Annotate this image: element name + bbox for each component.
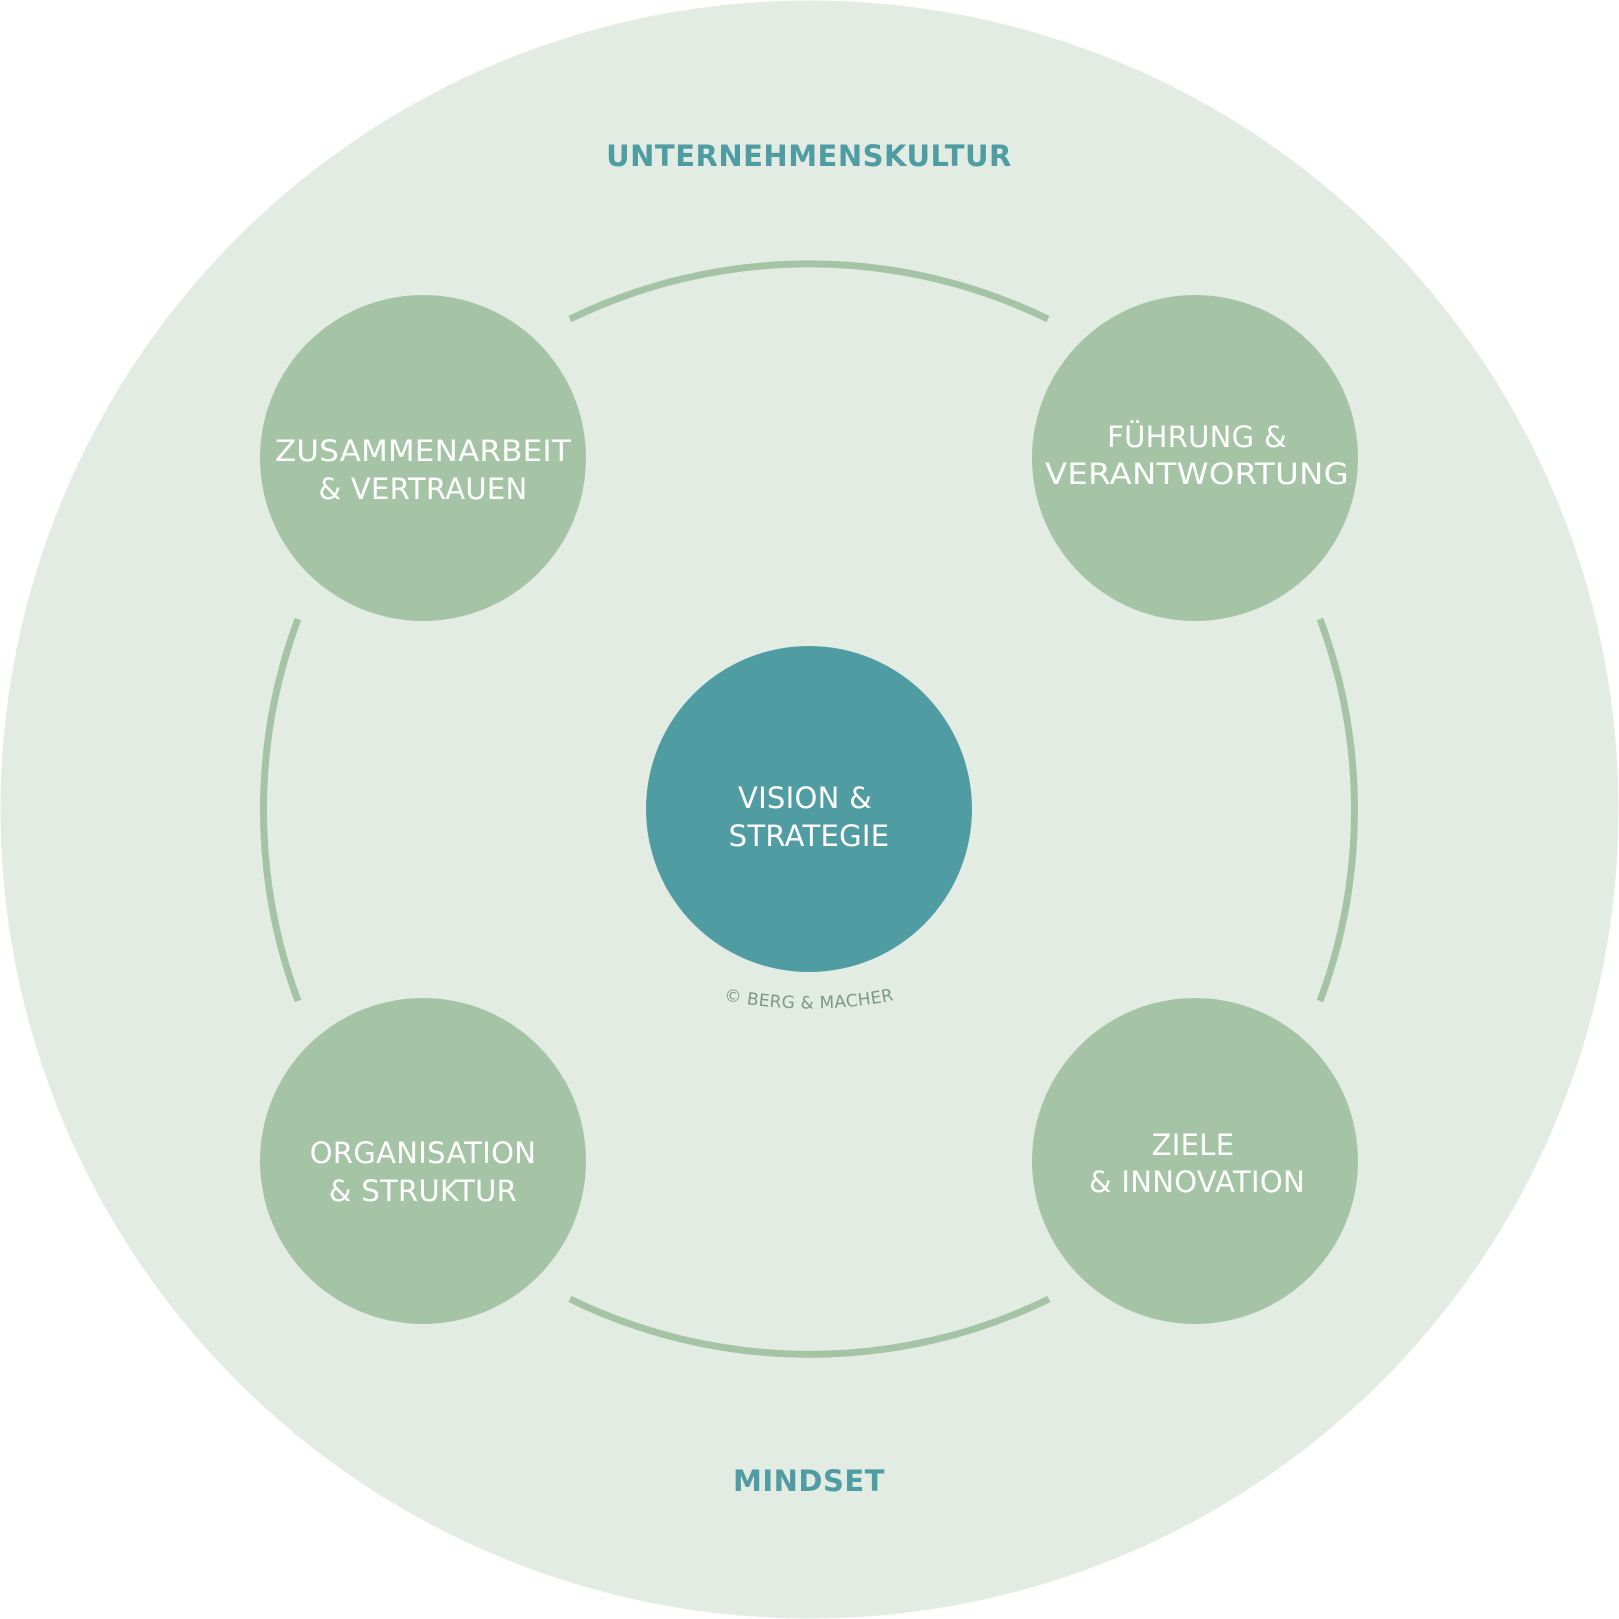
node-circle [260, 295, 586, 621]
node-label-line1: ORGANISATION [310, 1136, 536, 1170]
center-circle [646, 646, 972, 972]
node-label-line2: & STRUKTUR [329, 1174, 517, 1208]
top-label: UNTERNEHMENSKULTUR [606, 139, 1012, 173]
node-label-line2: & VERTRAUEN [318, 472, 527, 506]
connector-arc-top [568, 260, 1050, 323]
node-top-right: FÜHRUNG & VERANTWORTUNG [1032, 295, 1358, 621]
node-label-line1: FÜHRUNG & [1107, 420, 1287, 454]
node-circle [1032, 998, 1358, 1324]
connector-arc-left [260, 617, 302, 1003]
center-label-line1: VISION & [738, 781, 872, 815]
node-bottom-left: ORGANISATION & STRUKTUR [260, 998, 586, 1324]
bottom-label: MINDSET [733, 1464, 885, 1498]
connector-arc-bottom [568, 1295, 1051, 1358]
center-node: VISION & STRATEGIE [646, 646, 972, 972]
node-top-left: ZUSAMMENARBEIT & VERTRAUEN [260, 295, 586, 621]
node-bottom-right: ZIELE & INNOVATION [1032, 998, 1358, 1324]
node-label-line1: ZIELE [1152, 1128, 1235, 1162]
node-label-line1: ZUSAMMENARBEIT [275, 434, 571, 468]
center-label-line2: STRATEGIE [729, 819, 890, 853]
node-circle [260, 998, 586, 1324]
connector-arc-right [1316, 617, 1358, 1003]
node-label-line2: & INNOVATION [1089, 1165, 1305, 1199]
node-label-line2: VERANTWORTUNG [1045, 457, 1349, 491]
node-circle [1032, 295, 1358, 621]
